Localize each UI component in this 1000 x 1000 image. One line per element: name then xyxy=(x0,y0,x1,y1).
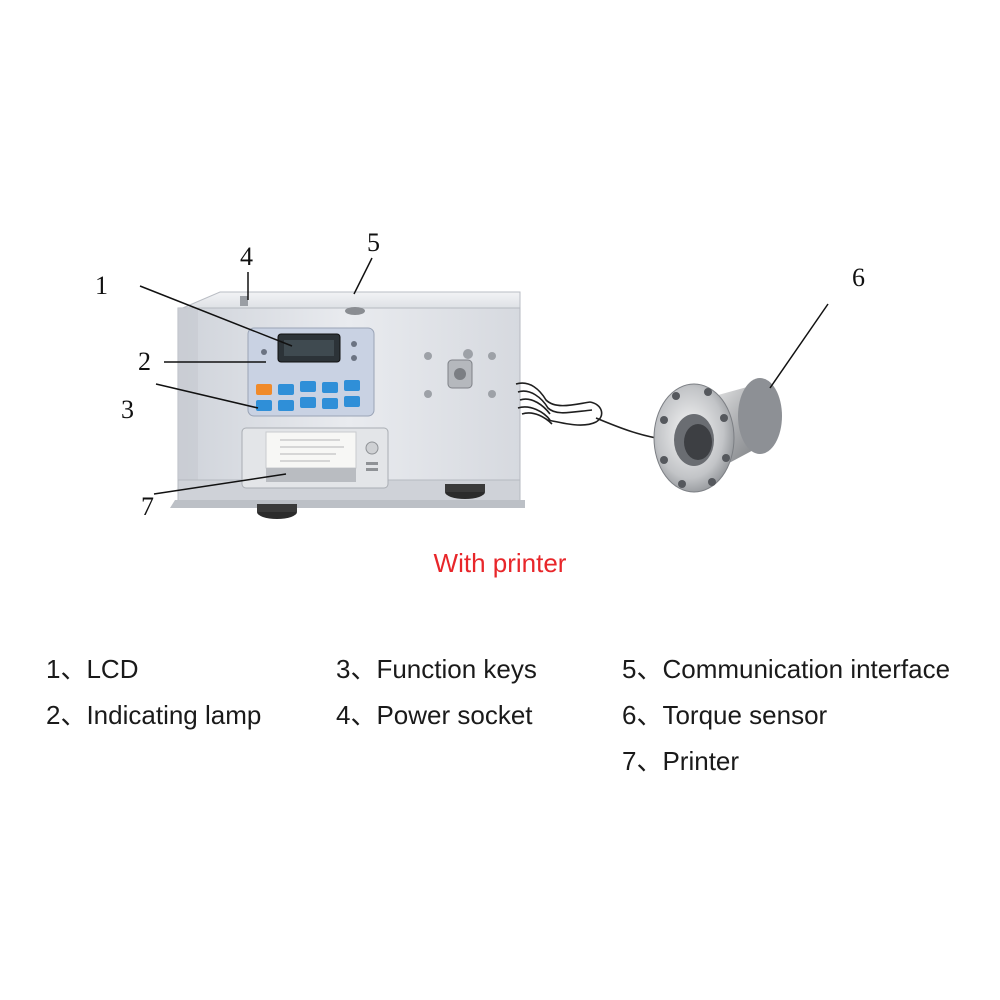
legend-item-printer: 7、Printer xyxy=(622,746,740,776)
torque-sensor xyxy=(653,378,782,493)
legend-item-communication-interface: 5、Communication interface xyxy=(622,654,951,684)
legend-item-lcd: 1、LCD xyxy=(46,654,139,684)
front-panel xyxy=(241,327,496,489)
callout-3: 3 xyxy=(121,395,134,424)
callout-4: 4 xyxy=(240,242,253,271)
legend-item-indicating-lamp: 2、Indicating lamp xyxy=(46,700,262,730)
callout-5: 5 xyxy=(367,228,380,257)
legend-item-torque-sensor: 6、Torque sensor xyxy=(622,700,828,730)
legend-item-function-keys: 3、Function keys xyxy=(336,654,537,684)
callout-7: 7 xyxy=(141,492,154,521)
printer xyxy=(241,427,389,489)
sensor-connector xyxy=(424,349,496,398)
sensor-cable xyxy=(515,382,669,441)
legend-column-1: 1、LCD 2、Indicating lamp xyxy=(46,652,261,744)
indicator-lamp xyxy=(261,349,267,355)
leader-lines xyxy=(139,257,829,495)
legend-item-power-socket: 4、Power socket xyxy=(336,700,533,730)
function-keys xyxy=(256,380,360,411)
callout-2: 2 xyxy=(138,347,151,376)
callout-1: 1 xyxy=(95,271,108,300)
legend-column-3: 5、Communication interface 6、Torque senso… xyxy=(622,652,950,790)
indicator-lamp xyxy=(351,355,357,361)
legend-column-2: 3、Function keys 4、Power socket xyxy=(336,652,537,744)
indicator-lamp xyxy=(351,341,357,347)
figure-caption: With printer xyxy=(433,548,567,578)
callout-6: 6 xyxy=(852,263,865,292)
instrument-diagram: 1 2 3 4 5 6 7 xyxy=(95,228,865,521)
